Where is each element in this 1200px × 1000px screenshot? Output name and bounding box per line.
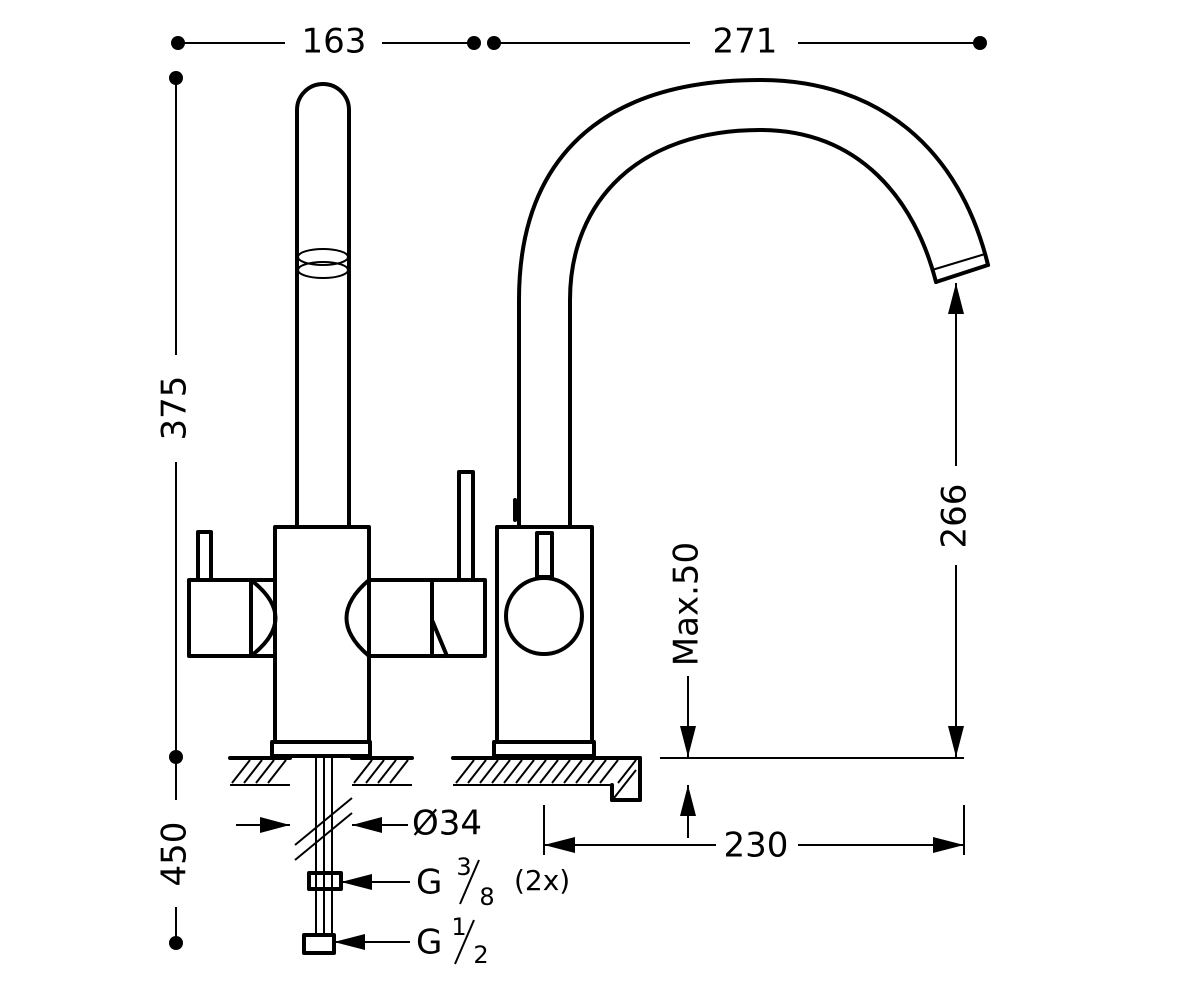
- dimension-spout-height: 266: [935, 283, 975, 757]
- fraction-3-numerator: 3: [456, 853, 471, 881]
- connection-3-8: G 3 8 (2x): [341, 853, 570, 911]
- left-tap: [187, 82, 487, 758]
- dimension-left-upper: 375: [155, 71, 195, 764]
- dimension-375-label: 375: [155, 376, 195, 441]
- connection-count-note: (2x): [514, 864, 570, 897]
- countertop: [228, 756, 642, 802]
- g-prefix-1-2: G: [416, 923, 442, 963]
- dimension-230-label: 230: [724, 826, 789, 866]
- dimension-max-thickness: Max.50: [660, 542, 964, 838]
- dimension-266-label: 266: [935, 484, 975, 549]
- fraction-8-denominator: 8: [479, 883, 494, 911]
- g-prefix-3-8: G: [416, 863, 442, 903]
- fraction-2-denominator: 2: [473, 941, 488, 969]
- fraction-1-numerator: 1: [451, 913, 466, 941]
- dimension-spout-reach: 230: [543, 805, 965, 866]
- dimension-34-label: Ø34: [412, 804, 482, 844]
- dimension-top-left: 163: [171, 22, 481, 62]
- dimension-450-label: 450: [155, 822, 195, 887]
- max-thickness-label: Max.50: [667, 542, 707, 666]
- dimension-diameter: Ø34: [236, 804, 482, 844]
- dimension-163-label: 163: [302, 22, 367, 62]
- supply-hoses: [294, 756, 353, 955]
- dimension-top-right: 271: [487, 22, 987, 62]
- dimension-271-label: 271: [713, 22, 778, 62]
- dimension-left-lower: 450: [155, 757, 195, 950]
- right-tap: [492, 78, 990, 758]
- connection-1-2: G 1 2: [334, 913, 489, 969]
